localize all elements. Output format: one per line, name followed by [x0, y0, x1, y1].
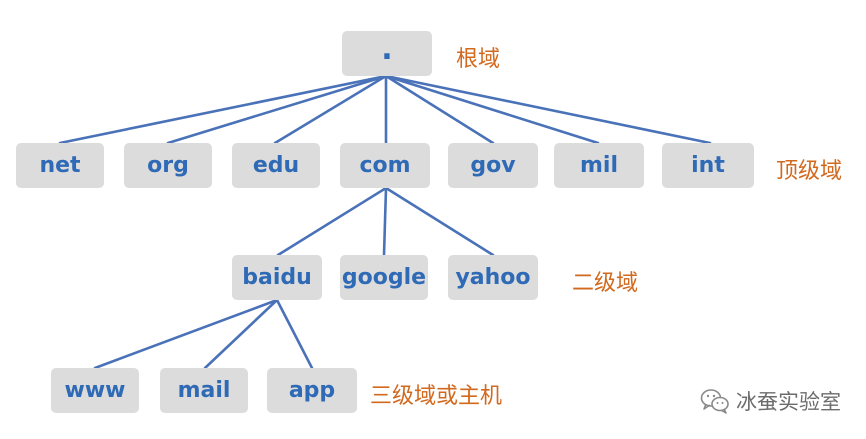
edge-baidu-www	[93, 298, 279, 370]
label-top-level-domain: 顶级域	[776, 159, 843, 184]
node-google: google	[340, 255, 428, 300]
watermark-text: 冰蚕实验室	[736, 390, 841, 414]
node-google-label: google	[341, 265, 427, 290]
node-yahoo: yahoo	[448, 255, 538, 300]
node-mil-label: mil	[579, 153, 618, 178]
node-int: int	[662, 143, 754, 188]
node-net: net	[16, 143, 104, 188]
node-baidu: baidu	[232, 255, 322, 300]
wechat-icon	[700, 388, 730, 414]
node-www: www	[51, 368, 139, 413]
node-net-label: net	[39, 153, 81, 178]
edge-root-mil	[384, 74, 600, 145]
label-second-level-domain: 二级域	[572, 271, 639, 296]
edge-baidu-mail	[203, 298, 279, 370]
label-third-level-domain: 三级域或主机	[370, 384, 503, 409]
node-gov: gov	[448, 143, 538, 188]
node-int-label: int	[691, 153, 725, 178]
node-org-label: org	[147, 153, 189, 178]
node-root: .	[342, 31, 432, 76]
node-mil: mil	[554, 143, 644, 188]
watermark: 冰蚕实验室	[700, 386, 841, 416]
edge-com-baidu	[276, 186, 388, 257]
node-org: org	[124, 143, 212, 188]
node-edu: edu	[232, 143, 320, 188]
node-mail: mail	[160, 368, 248, 413]
edge-root-edu	[273, 74, 388, 145]
node-baidu-label: baidu	[242, 265, 312, 290]
node-www-label: www	[64, 378, 126, 403]
edge-baidu-app	[275, 298, 314, 370]
edge-root-int	[384, 74, 712, 145]
node-gov-label: gov	[470, 153, 516, 178]
edge-com-yahoo	[384, 186, 495, 257]
node-app-label: app	[288, 378, 336, 403]
node-app: app	[267, 368, 357, 413]
node-edu-label: edu	[252, 153, 300, 178]
node-root-label: .	[381, 31, 393, 67]
edge-root-net	[58, 74, 388, 145]
edge-com-google	[382, 186, 388, 257]
node-mail-label: mail	[177, 378, 231, 403]
node-yahoo-label: yahoo	[455, 265, 531, 290]
edge-root-org	[166, 74, 388, 145]
label-root-domain: 根域	[456, 47, 501, 72]
node-com: com	[340, 143, 430, 188]
edge-root-gov	[384, 74, 495, 145]
node-com-label: com	[359, 153, 411, 178]
